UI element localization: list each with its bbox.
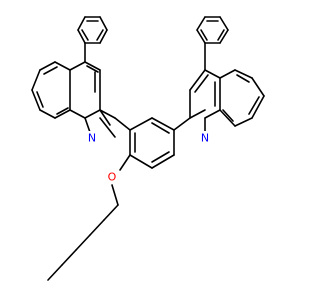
bond — [86, 65, 99, 73]
bond — [114, 117, 131, 131]
bond — [36, 91, 44, 108]
bond-lines — [31, 16, 265, 281]
atom-n1-label: N — [88, 132, 96, 145]
atom-o1-background — [106, 170, 118, 184]
bond — [129, 117, 153, 131]
bond — [99, 117, 116, 138]
bond — [251, 95, 265, 119]
bond — [54, 61, 71, 71]
bond — [103, 204, 119, 221]
bond — [189, 69, 206, 91]
bond — [194, 74, 209, 93]
atom-n1-background — [86, 131, 98, 145]
bond — [222, 109, 234, 122]
bond — [119, 154, 131, 171]
bond — [61, 249, 77, 266]
atom-o1-label: O — [108, 171, 117, 184]
molecule-canvas: N N O — [31, 16, 265, 281]
bond — [54, 109, 71, 119]
bond — [151, 151, 170, 163]
bond — [39, 61, 56, 71]
bond — [84, 109, 101, 119]
bond — [248, 96, 260, 115]
bond — [56, 107, 69, 115]
bond — [236, 74, 250, 83]
bond — [96, 29, 104, 41]
bond — [219, 16, 229, 31]
bond — [99, 109, 116, 119]
bond — [219, 29, 229, 44]
bond — [31, 89, 41, 111]
bond — [204, 109, 221, 119]
bond — [81, 29, 89, 41]
bond — [84, 61, 101, 71]
atom-n2-label: N — [201, 132, 209, 145]
atom-labels: N N O — [86, 131, 211, 184]
bond — [43, 66, 58, 75]
bond — [189, 109, 206, 119]
bond — [39, 109, 56, 119]
bond — [151, 117, 175, 131]
bond — [99, 29, 108, 44]
bond — [151, 122, 170, 134]
bond — [99, 109, 111, 126]
bond — [69, 61, 86, 71]
bond — [200, 29, 208, 41]
bond — [251, 77, 265, 97]
structure-diagram: N N O — [31, 16, 265, 281]
bond — [69, 109, 86, 119]
bond — [151, 154, 175, 169]
atom-n2-background — [199, 131, 211, 145]
bond — [89, 219, 105, 236]
bond — [75, 234, 91, 251]
bond — [77, 16, 86, 31]
bond — [31, 69, 41, 91]
bond — [234, 117, 253, 127]
bond — [219, 109, 236, 127]
bond — [47, 264, 63, 281]
bond — [217, 29, 225, 41]
bond — [204, 69, 221, 79]
bond — [99, 16, 108, 31]
bond — [196, 29, 206, 44]
bond — [219, 69, 236, 79]
bond — [234, 69, 253, 79]
bond — [173, 117, 191, 131]
bond — [77, 29, 86, 44]
bond — [111, 184, 119, 206]
bond — [196, 16, 206, 31]
bond — [129, 154, 153, 169]
